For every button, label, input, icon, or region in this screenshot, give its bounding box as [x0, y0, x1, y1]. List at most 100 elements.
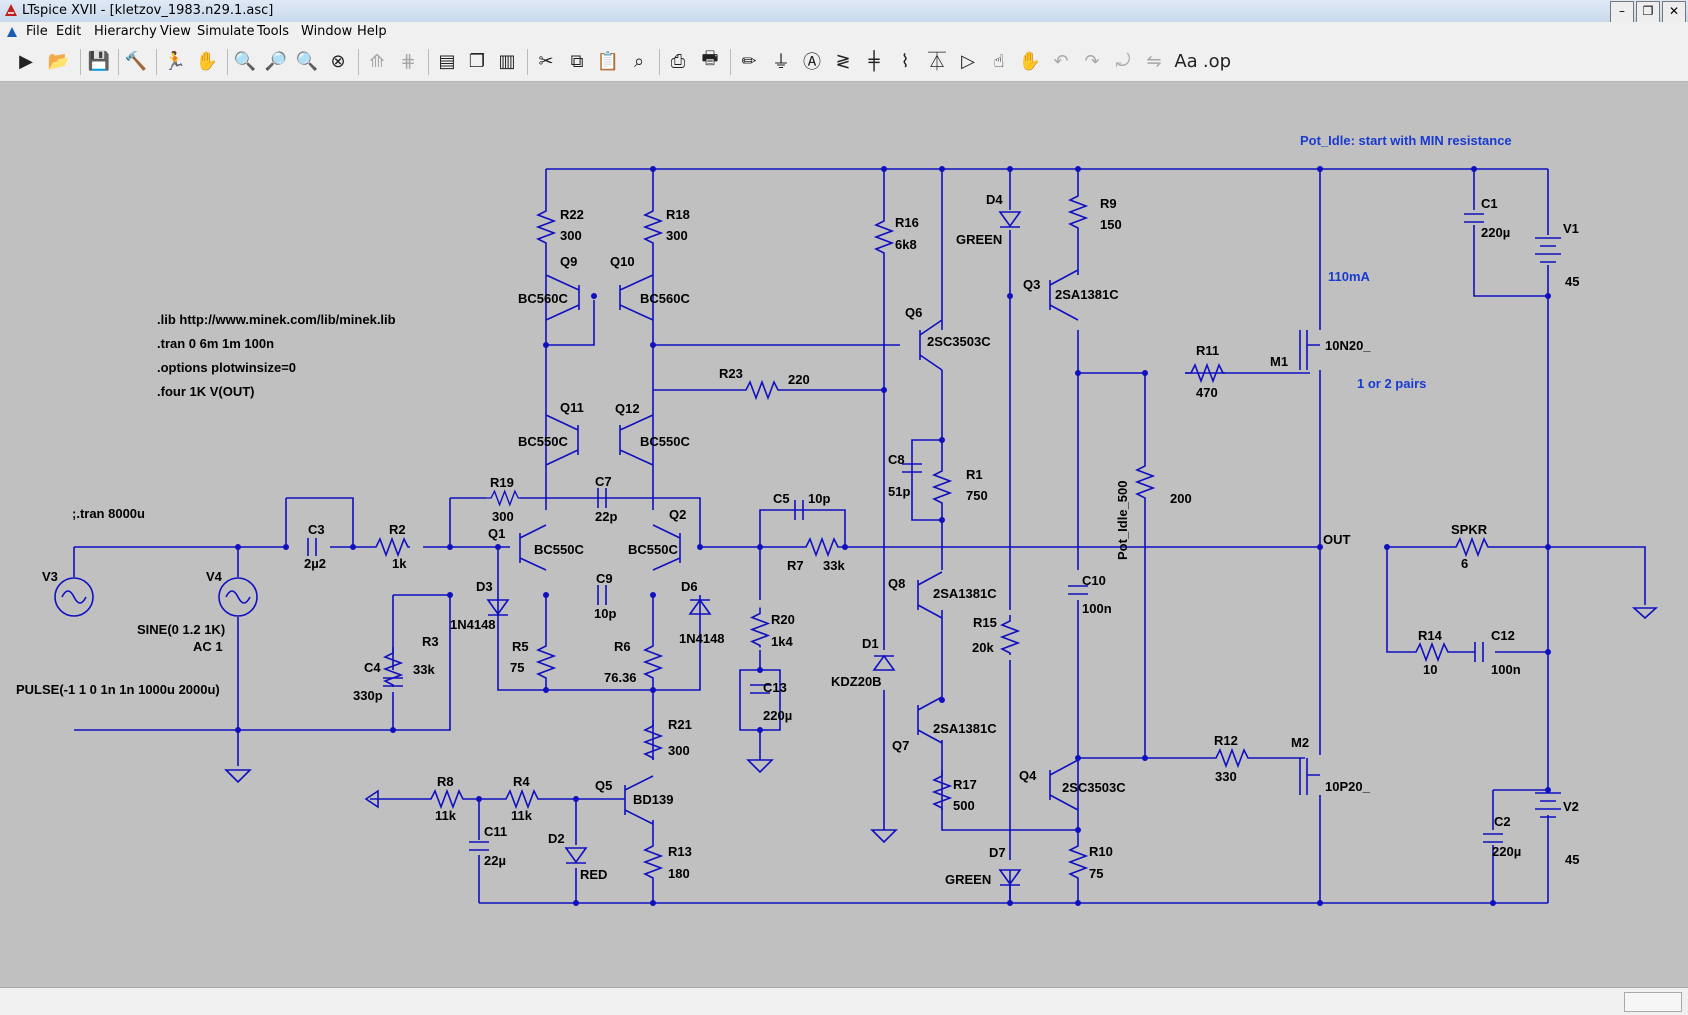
- component-value-r18[interactable]: 300: [666, 228, 688, 243]
- resistor-icon[interactable]: ≷: [835, 50, 851, 72]
- halt-icon[interactable]: 🏃: [163, 50, 187, 72]
- component-value-d1[interactable]: KDZ20B: [831, 674, 882, 689]
- component-value-r10[interactable]: 75: [1089, 866, 1103, 881]
- drag-hand-icon[interactable]: ✋: [1018, 50, 1042, 72]
- component-ref-d3[interactable]: D3: [476, 579, 493, 594]
- component-value-c10[interactable]: 100n: [1082, 601, 1112, 616]
- component-ref-r23[interactable]: R23: [719, 366, 743, 381]
- component-value-r14[interactable]: 10: [1423, 662, 1437, 677]
- component-value-r23[interactable]: 220: [788, 372, 810, 387]
- component-value-c4[interactable]: 330p: [353, 688, 383, 703]
- component-ref-c12[interactable]: C12: [1491, 628, 1515, 643]
- component-value-q12[interactable]: BC550C: [640, 434, 690, 449]
- note-pot-idle[interactable]: Pot_Idle: start with MIN resistance: [1300, 133, 1512, 148]
- component-value-r3[interactable]: 33k: [413, 662, 435, 677]
- component-ref-q7[interactable]: Q7: [892, 738, 909, 753]
- component-ref-r11[interactable]: R11: [1196, 343, 1219, 358]
- component-ref-r7[interactable]: R7: [787, 558, 804, 573]
- component-value-r5[interactable]: 75: [510, 660, 524, 675]
- component-value-q9[interactable]: BC560C: [518, 291, 568, 306]
- component-icon[interactable]: ▷: [961, 50, 975, 72]
- component-value-r8[interactable]: 11k: [435, 808, 457, 823]
- save-icon[interactable]: 💾: [87, 50, 111, 72]
- component-ref-c9[interactable]: C9: [596, 571, 613, 586]
- move-hand-icon[interactable]: ☝: [993, 50, 1005, 72]
- component-value-q1[interactable]: BC550C: [534, 542, 584, 557]
- component-value-c11[interactable]: 22µ: [484, 853, 506, 868]
- component-ref-q12[interactable]: Q12: [615, 401, 640, 416]
- component-value-c5[interactable]: 10p: [808, 491, 830, 506]
- net-label-out[interactable]: OUT: [1323, 532, 1351, 547]
- component-ref-r2[interactable]: R2: [389, 522, 406, 537]
- component-ref-q6[interactable]: Q6: [905, 305, 922, 320]
- component-value-c7[interactable]: 22p: [595, 509, 617, 524]
- pan-hand-icon[interactable]: ✋: [195, 50, 219, 72]
- component-ref-spkr[interactable]: SPKR: [1451, 522, 1488, 537]
- component-value-r9[interactable]: 150: [1100, 217, 1122, 232]
- paste-icon[interactable]: 📋: [596, 50, 620, 72]
- component-value-r19[interactable]: 300: [492, 509, 514, 524]
- component-value-q3[interactable]: 2SA1381C: [1055, 287, 1119, 302]
- close-button[interactable]: ✕: [1662, 1, 1686, 23]
- component-value-r22[interactable]: 300: [560, 228, 582, 243]
- component-value-c8[interactable]: 51p: [888, 484, 910, 499]
- component-value-d7[interactable]: GREEN: [945, 872, 991, 887]
- component-ref-r3[interactable]: R3: [422, 634, 439, 649]
- component-value-q6[interactable]: 2SC3503C: [927, 334, 991, 349]
- v3-value[interactable]: PULSE(-1 1 0 1n 1n 1000u 2000u): [16, 682, 220, 697]
- component-ref-r18[interactable]: R18: [666, 207, 690, 222]
- component-value-q4[interactable]: 2SC3503C: [1062, 780, 1126, 795]
- zoom-fit-icon[interactable]: 🔎: [264, 50, 288, 72]
- menu-view[interactable]: View: [160, 24, 191, 39]
- component-ref-r5[interactable]: R5: [512, 639, 529, 654]
- component-ref-d1[interactable]: D1: [862, 636, 879, 651]
- v4-value[interactable]: SINE(0 1.2 1K): [137, 622, 225, 637]
- menu-tools[interactable]: Tools: [257, 24, 290, 39]
- component-value-r12[interactable]: 330: [1215, 769, 1237, 784]
- diode-icon[interactable]: ⏄: [928, 52, 946, 73]
- print-icon[interactable]: ⎙: [670, 50, 686, 72]
- component-value-r4[interactable]: 11k: [511, 808, 533, 823]
- menu-edit[interactable]: Edit: [56, 24, 82, 39]
- component-ref-c1[interactable]: C1: [1481, 196, 1498, 211]
- component-value-q2[interactable]: BC550C: [628, 542, 678, 557]
- component-ref-c2[interactable]: C2: [1494, 814, 1511, 829]
- component-ref-r22[interactable]: R22: [560, 207, 584, 222]
- ground-icon[interactable]: ⏚: [772, 52, 790, 73]
- component-ref-c13[interactable]: C13: [763, 680, 787, 695]
- component-ref-r1[interactable]: R1: [966, 467, 983, 482]
- component-value-d4[interactable]: GREEN: [956, 232, 1002, 247]
- directive-line[interactable]: .four 1K V(OUT): [157, 384, 255, 399]
- find-icon[interactable]: ⌕: [633, 50, 645, 72]
- directive-line[interactable]: .lib http://www.minek.com/lib/minek.lib: [157, 312, 396, 327]
- component-value-r21[interactable]: 300: [668, 743, 690, 758]
- mirror-icon[interactable]: ⇋: [1146, 50, 1162, 72]
- component-ref-r21[interactable]: R21: [668, 717, 692, 732]
- rotate-icon[interactable]: ⤾: [1115, 50, 1131, 72]
- draw-wire-icon[interactable]: ✏: [741, 50, 757, 72]
- component-ref-r10[interactable]: R10: [1089, 844, 1113, 859]
- menu-simulate[interactable]: Simulate: [197, 24, 255, 39]
- zoom-cancel-icon[interactable]: ⊗: [330, 50, 346, 72]
- ltspice-app-icon[interactable]: [4, 3, 18, 17]
- component-value-c2[interactable]: 220µ: [1492, 844, 1521, 859]
- capacitor-icon[interactable]: ╪: [868, 50, 880, 72]
- component-ref-r19[interactable]: R19: [490, 475, 514, 490]
- component-ref-q4[interactable]: Q4: [1019, 768, 1037, 783]
- copy-icon[interactable]: ⧉: [570, 50, 584, 72]
- component-value-q5[interactable]: BD139: [633, 792, 673, 807]
- component-ref-r6[interactable]: R6: [614, 639, 631, 654]
- component-value-pot_idle_500[interactable]: 200: [1170, 491, 1192, 506]
- component-value-m1[interactable]: 10N20_: [1325, 338, 1371, 353]
- component-ref-r12[interactable]: R12: [1214, 733, 1238, 748]
- component-ref-r16[interactable]: R16: [895, 215, 919, 230]
- component-ref-d2[interactable]: D2: [548, 831, 565, 846]
- component-value-q11[interactable]: BC550C: [518, 434, 568, 449]
- directive-line[interactable]: .options plotwinsize=0: [157, 360, 296, 375]
- component-value-r7[interactable]: 33k: [823, 558, 845, 573]
- component-ref-q9[interactable]: Q9: [560, 254, 577, 269]
- component-value-c12[interactable]: 100n: [1491, 662, 1521, 677]
- component-ref-q11[interactable]: Q11: [560, 400, 584, 415]
- component-value-c13[interactable]: 220µ: [763, 708, 792, 723]
